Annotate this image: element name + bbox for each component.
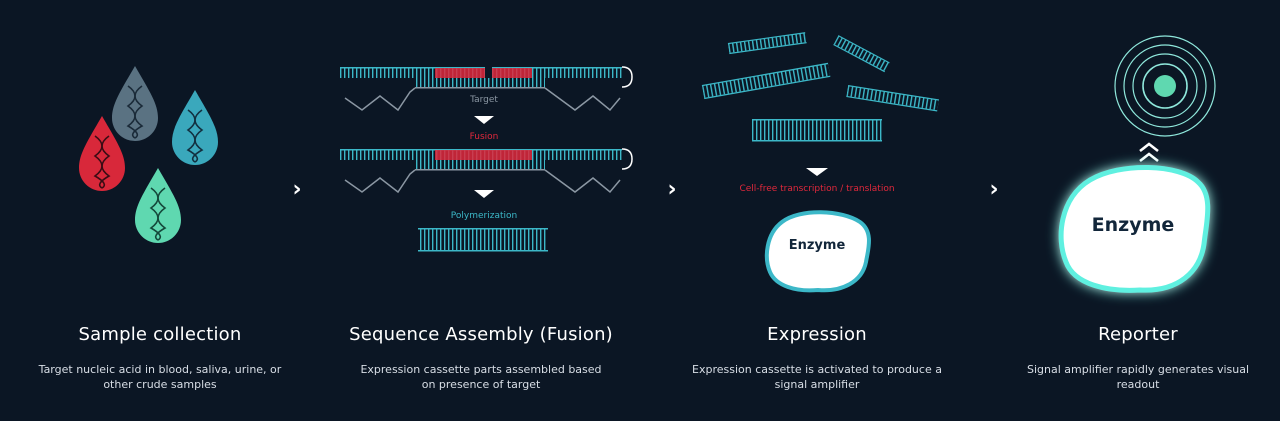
droplet-red-icon: [79, 116, 125, 191]
cassette-fused: [340, 148, 633, 194]
step-desc-sequence-assembly: Expression cassette parts assembled base…: [360, 363, 602, 391]
step-title-sequence-assembly: Sequence Assembly (Fusion): [349, 324, 613, 345]
cell-free-label: Cell-free transcription / translation: [739, 184, 895, 194]
droplet-mint-icon: [135, 168, 181, 243]
signal-rings-icon: [1114, 35, 1216, 137]
droplet-blue-icon: [172, 90, 218, 165]
chevron-right-icon: ›: [989, 177, 999, 202]
polymerization-label: Polymerization: [450, 211, 518, 221]
enzyme-blob-small: [764, 210, 871, 293]
step-desc-reporter: Signal amplifier rapidly generates visua…: [1026, 363, 1250, 391]
dsdna-product: [418, 228, 548, 252]
droplet-grey-icon: [112, 66, 158, 141]
dna-fragments: [701, 32, 940, 142]
step-desc-sample-collection: Target nucleic acid in blood, saliva, ur…: [38, 363, 282, 391]
double-chevron-up-icon: [1139, 142, 1159, 163]
enzyme-label-small: Enzyme: [788, 238, 846, 253]
target-label: Target: [470, 95, 498, 105]
arrow-down-3: [806, 168, 828, 176]
chevron-right-icon: ›: [292, 177, 302, 202]
step-title-sample-collection: Sample collection: [78, 324, 242, 345]
step-title-reporter: Reporter: [1098, 324, 1178, 345]
cassette-top: [340, 66, 633, 112]
step-desc-expression: Expression cassette is activated to prod…: [692, 363, 942, 391]
arrow-down-1: [474, 116, 494, 124]
fusion-label: Fusion: [469, 132, 499, 142]
enzyme-blob-large: [1058, 164, 1211, 293]
step-title-expression: Expression: [767, 324, 867, 345]
enzyme-label-large: Enzyme: [1091, 214, 1175, 236]
chevron-right-icon: ›: [667, 177, 677, 202]
arrow-down-2: [474, 190, 494, 198]
